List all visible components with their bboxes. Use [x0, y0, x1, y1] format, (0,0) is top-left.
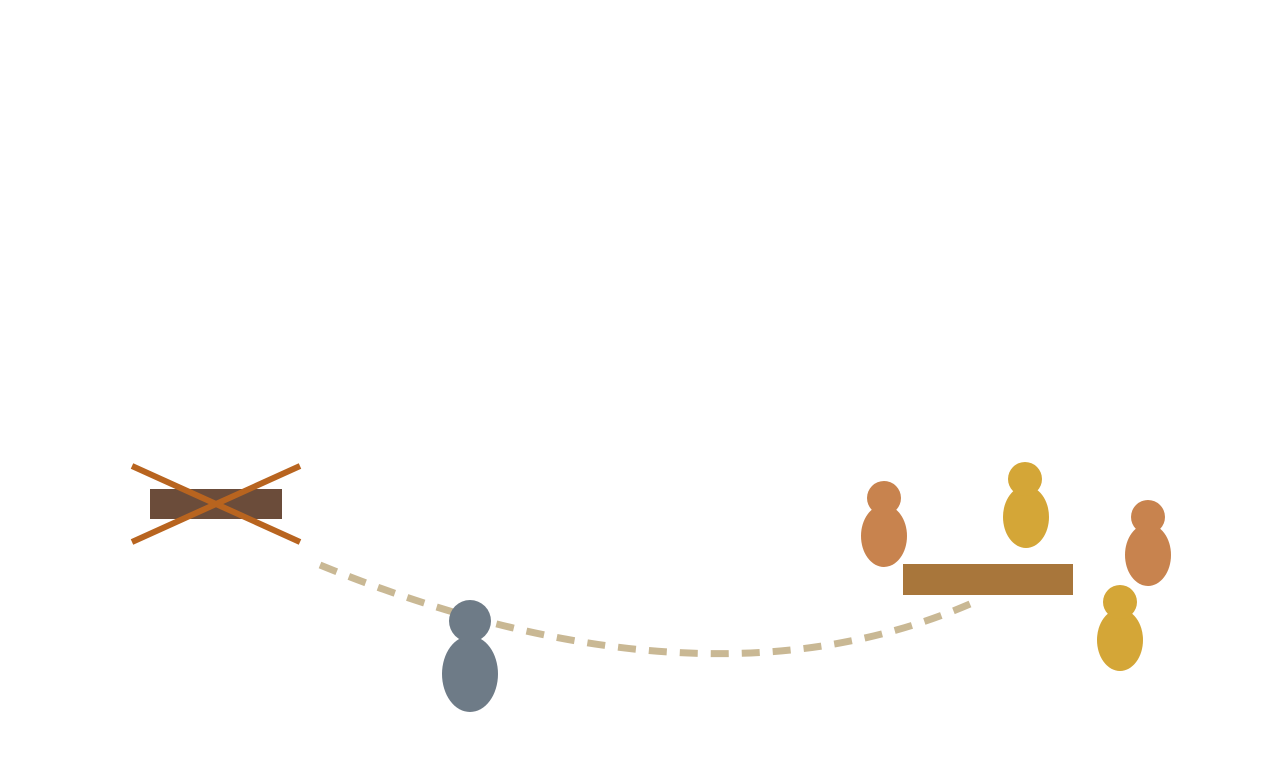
person-head — [1008, 462, 1042, 496]
group-person-figure-1 — [861, 481, 907, 567]
person-body — [1097, 609, 1143, 671]
group-person-figure-2 — [1003, 462, 1049, 548]
person-head — [1103, 585, 1137, 619]
cross-mark-icon — [130, 463, 302, 545]
crossed-table-group — [130, 463, 302, 545]
group-table — [903, 564, 1073, 595]
group-person-figure-3 — [1125, 500, 1171, 586]
person-body — [1003, 486, 1049, 548]
lone-person-figure — [442, 600, 498, 712]
person-body — [442, 636, 498, 712]
group-person-figure-4 — [1097, 585, 1143, 671]
person-head — [867, 481, 901, 515]
dashed-path — [318, 561, 972, 658]
person-head — [449, 600, 491, 642]
person-head — [1131, 500, 1165, 534]
person-body — [861, 505, 907, 567]
person-body — [1125, 524, 1171, 586]
